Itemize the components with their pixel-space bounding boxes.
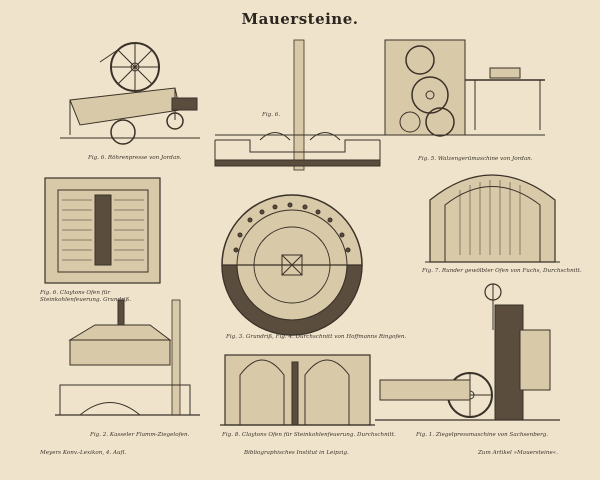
figure-tube-press [60, 42, 200, 145]
figure-kiln-plan [44, 177, 161, 284]
footer-publication: Meyers Konv.-Lexikon, 4. Aufl. [40, 450, 127, 456]
figure-domed-kiln [425, 174, 560, 263]
figure-ring-kiln [221, 194, 363, 336]
figure-chimney [214, 39, 381, 171]
caption-fig2-flame-kiln: Fig. 2. Kasseler Flamm-Ziegelofen. [90, 432, 190, 438]
caption-fig8-clayton-section: Fig. 8. Claytons Ofen für Steinkohlenfeu… [222, 432, 396, 438]
caption-fig5-roller: Fig. 5. Walzengerümaschine von Jordan. [418, 156, 533, 162]
footer-publisher: Bibliographisches Institut in Leipzig. [244, 450, 349, 456]
footer-article-ref: Zum Artikel »Mauersteine«. [478, 450, 558, 456]
figure-brick-press [375, 283, 560, 421]
caption-fig6-kiln-plan: Fig. 6. Claytons Ofen für Steinkohlenfeu… [40, 290, 132, 303]
figure-flame-kiln [55, 299, 200, 416]
caption-fig6-tube-press: Fig. 6. Röhrenpresse von Jordan. [88, 155, 182, 161]
caption-fig1-brick-press: Fig. 1. Ziegelpressmaschine von Sachsenb… [416, 432, 549, 438]
figure-roller-machine [375, 39, 545, 137]
label-fig6-chimney: Fig. 6. [262, 112, 281, 118]
caption-fig3-4-ring-kiln: Fig. 3. Grundriß, Fig. 4. Durchschnitt v… [226, 334, 407, 340]
plate-title: Mauersteine. [241, 10, 359, 28]
caption-fig7-domed-kiln: Fig. 7. Runder gewölbter Ofen von Fuchs,… [422, 268, 582, 274]
figure-clayton-section [220, 354, 375, 426]
